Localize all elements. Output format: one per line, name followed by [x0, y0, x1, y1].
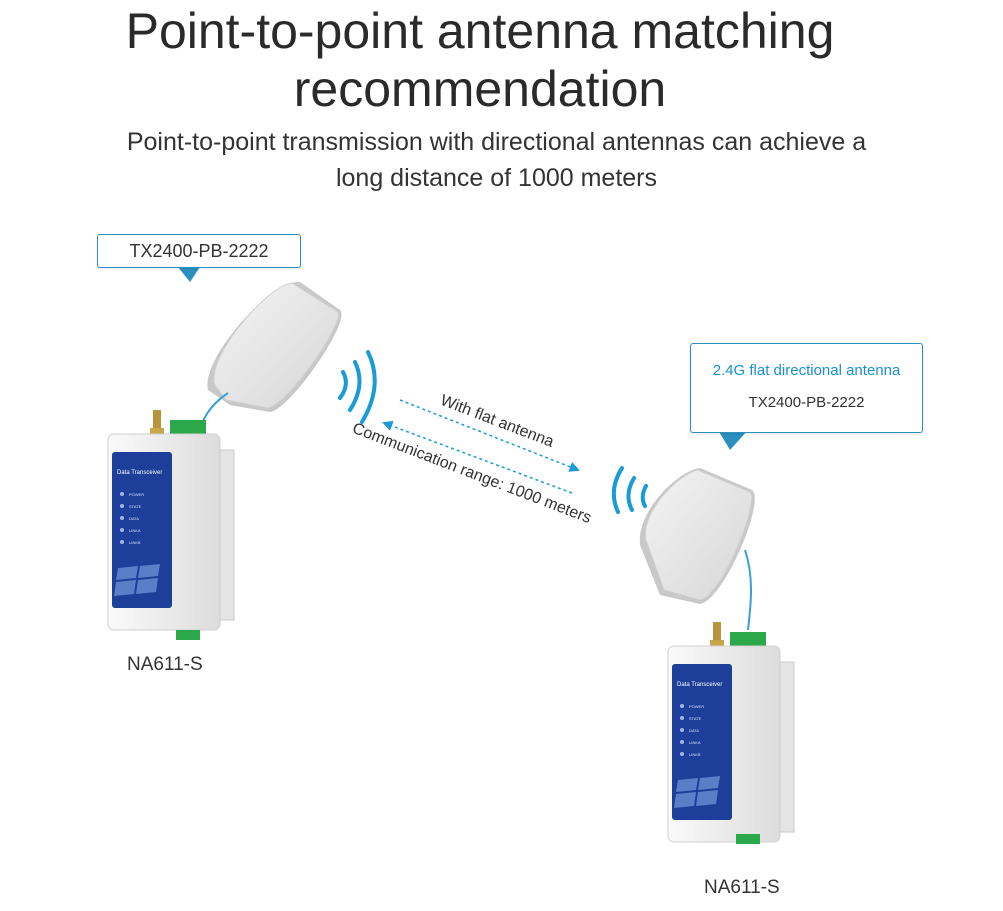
left-antenna-label: TX2400-PB-2222	[97, 234, 301, 268]
right-flat-antenna	[639, 468, 755, 604]
led-label: LINKB	[689, 752, 701, 757]
led-indicator	[120, 492, 124, 496]
right-callout-model: TX2400-PB-2222	[748, 394, 865, 411]
led-indicator	[680, 716, 684, 720]
left-flat-antenna	[207, 281, 342, 412]
led-indicator	[680, 752, 684, 756]
right-device-na611s: Data Transceiver POWER STATE DATA LINKA LINK…	[667, 622, 795, 844]
right-callout-title: 2.4G flat directional antenna	[712, 362, 901, 379]
led-indicator	[680, 728, 684, 732]
led-label: STATE	[689, 716, 702, 721]
right-callout-pointer	[718, 430, 748, 450]
led-indicator	[120, 528, 124, 532]
right-antenna-cable	[744, 549, 752, 631]
led-label: LINKA	[129, 528, 141, 533]
link-arrow-upper	[399, 399, 580, 472]
led-indicator	[120, 540, 124, 544]
left-device-name: NA611-S	[127, 654, 203, 675]
right-panel-title: Data Transceiver	[677, 682, 722, 688]
led-indicator	[120, 516, 124, 520]
led-indicator	[680, 704, 684, 708]
led-label: LINKB	[129, 540, 141, 545]
led-label: POWER	[129, 492, 144, 497]
left-panel-title: Data Transceiver	[117, 470, 162, 476]
led-label: DATA	[689, 728, 699, 733]
left-signal-waves	[338, 350, 377, 424]
led-indicator	[120, 504, 124, 508]
led-label: STATE	[129, 504, 142, 509]
led-indicator	[680, 740, 684, 744]
right-antenna-callout: 2.4G flat directional antenna TX2400-PB-…	[690, 343, 923, 433]
led-label: LINKA	[689, 740, 701, 745]
left-device-na611s: Data Transceiver POWER STATE DATA LINKA LINK…	[107, 410, 235, 640]
left-label-pointer	[178, 267, 200, 282]
right-signal-waves	[611, 466, 648, 514]
right-device-name: NA611-S	[704, 877, 780, 898]
page-subtitle: Point-to-point transmission with directi…	[126, 128, 867, 192]
led-label: DATA	[129, 516, 139, 521]
led-label: POWER	[689, 704, 704, 709]
page-title: Point-to-point antenna matching recommen…	[125, 3, 835, 117]
